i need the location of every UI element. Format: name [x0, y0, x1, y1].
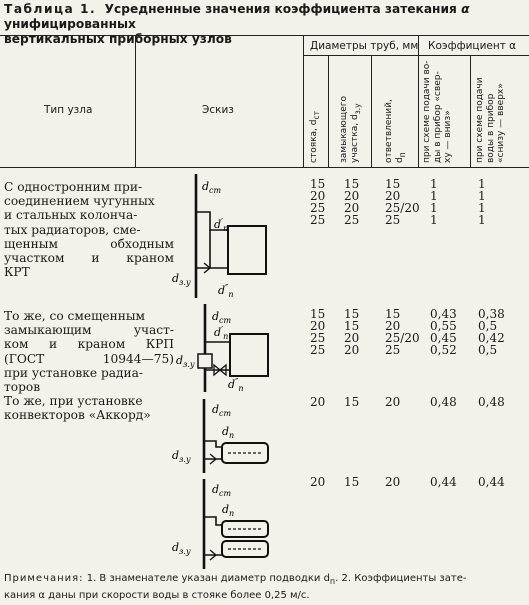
table-top-rule — [0, 35, 529, 36]
label-d-p-prime: d′п — [214, 326, 228, 341]
header-coefficient: Коэффициент α — [428, 40, 517, 52]
label-d-zu: dз.у — [172, 541, 191, 556]
valve-krt — [203, 262, 212, 274]
label-d-p-prime: d′п — [214, 218, 228, 233]
header-sketch: Эскиз — [202, 104, 234, 116]
sketch-2-radiator-krp: dст d′п dз.у d″п — [176, 304, 269, 393]
label-d-st: dст — [212, 483, 232, 498]
header-diameters: Диаметры труб, мм — [310, 40, 419, 52]
header-branch: ответвлений,dп — [384, 99, 407, 163]
title-text-1: Усредненные значения коэффициента затека… — [104, 2, 462, 16]
table-label: Таблица 1. — [4, 2, 97, 16]
header-riser: стояка, dст — [309, 111, 321, 163]
label-d-st: dст — [212, 310, 232, 325]
notes-label: Примечания: — [4, 573, 84, 584]
label-d-p-dprime: d″п — [218, 284, 234, 299]
header-type: Тип узла — [44, 104, 93, 116]
supply-branch — [204, 516, 222, 526]
valve-krp — [213, 363, 222, 377]
valve — [209, 453, 218, 465]
radiator — [229, 333, 269, 377]
label-d-zu: dз.у — [172, 272, 191, 287]
header-bottom-rule — [0, 167, 529, 168]
label-d-p: dп — [222, 425, 234, 440]
col-rule-4 — [371, 55, 372, 168]
col-rule-1 — [135, 35, 136, 168]
label-d-zu: dз.у — [176, 354, 195, 369]
label-d-st: dст — [202, 180, 222, 195]
valve — [209, 549, 218, 561]
closing-section — [197, 353, 213, 369]
table-notes: Примечания: 1. В знаменателе указан диам… — [4, 573, 467, 601]
label-d-p: dп — [222, 503, 234, 518]
label-d-p-dprime: d″п — [228, 378, 244, 393]
supply-branch — [196, 211, 228, 231]
diam-header-rule — [303, 55, 529, 56]
radiator — [227, 225, 267, 275]
alpha-symbol: α — [461, 2, 470, 16]
col-rule-3 — [328, 55, 329, 168]
header-topdown: при схеме подачи во-ды в прибор «свер-ху… — [422, 60, 453, 163]
label-d-st: dст — [212, 403, 232, 418]
col-rule-2 — [303, 35, 304, 168]
col-rule-5 — [418, 35, 419, 168]
supply-branch — [204, 440, 222, 448]
col-rule-6 — [470, 55, 471, 168]
label-d-zu: dз.у — [172, 449, 191, 464]
sketch-3-convector: dст dп dз.у — [172, 399, 269, 473]
sketch-1-radiator-krt: dст d′п dз.у d″п — [172, 174, 267, 299]
sketch-4-convector-double: dст dп dз.у — [172, 479, 269, 569]
title-text-2: унифицированных — [4, 17, 136, 31]
